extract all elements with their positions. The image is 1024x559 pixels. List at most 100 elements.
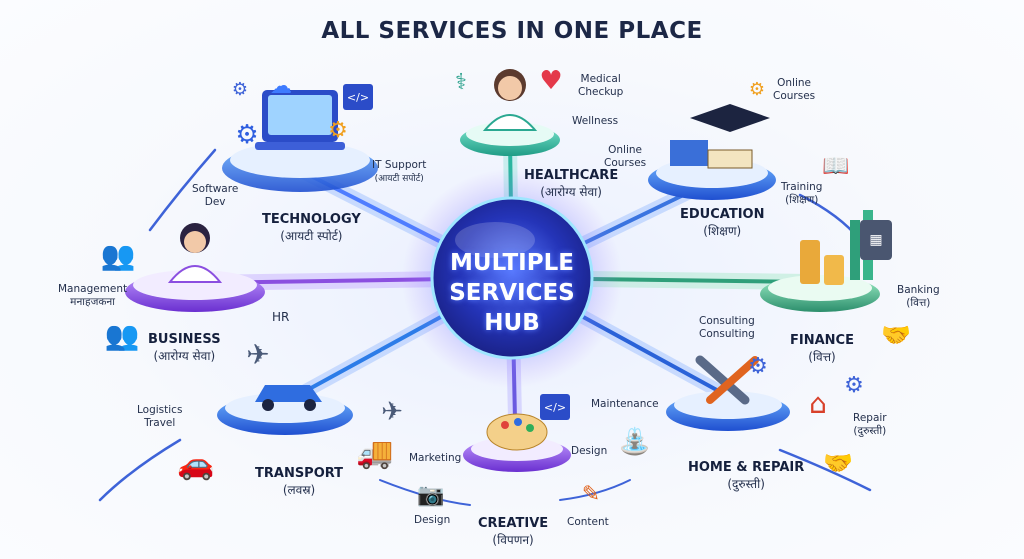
category-transport-sub: (लवस्र): [282, 483, 316, 497]
category-business: BUSINESS (आरोग्य सेवा): [148, 331, 221, 365]
platform-education: [648, 104, 776, 200]
label-it-support-text: IT Support: [372, 159, 427, 171]
platform-technology: [222, 90, 378, 192]
label-training: Training (शिक्षण): [781, 181, 822, 207]
category-healthcare: HEALTHCARE (आरोग्य सेवा): [524, 167, 618, 201]
code-icon: </>: [540, 394, 570, 420]
label-software-dev: Software Dev: [192, 183, 238, 209]
category-creative-name: CREATIVE: [478, 516, 549, 531]
label-banking-text: Banking: [897, 284, 940, 296]
airplane-icon: ✈: [381, 397, 403, 427]
label-logistics-text: Logistics: [137, 404, 183, 416]
page-title: ALL SERVICES IN ONE PLACE: [321, 18, 703, 44]
label-online-text-1: Online: [777, 77, 811, 89]
label-courses-text-2: Courses: [604, 157, 647, 169]
label-online-courses-mid: Online Courses: [604, 144, 646, 170]
label-maintenance: Maintenance: [591, 398, 659, 410]
category-transport-name: TRANSPORT: [255, 466, 344, 481]
code-icon: </>: [343, 84, 373, 110]
label-banking: Banking (वित्त): [897, 284, 940, 310]
label-repair-text: Repair: [853, 412, 887, 424]
label-checkup-text: Checkup: [578, 86, 624, 98]
label-wellness: Wellness: [572, 115, 619, 127]
heart-pulse-icon: ♥: [539, 66, 563, 96]
hub-label: MULTIPLE SERVICES HUB: [432, 248, 592, 338]
gear-icon: ⚙: [844, 373, 864, 398]
category-home-repair-sub: (दुरुस्ती): [727, 477, 765, 491]
label-consulting: Consulting Consulting: [699, 315, 755, 341]
label-consulting-text-2: Consulting: [699, 328, 755, 340]
category-technology: TECHNOLOGY (आयटी स्पोर्ट): [262, 211, 361, 245]
category-technology-sub: (आयटी स्पोर्ट): [280, 229, 343, 243]
label-content: Content: [567, 516, 609, 528]
hub-label-line1: MULTIPLE: [450, 250, 574, 276]
faucet-icon: ⛲: [618, 427, 652, 457]
hub-label-line2: SERVICES: [449, 280, 575, 306]
platform-finance: [760, 210, 880, 312]
label-repair: Repair (दुरुस्ती): [853, 412, 887, 438]
label-management: Management मनाहजकना: [58, 283, 127, 309]
camera-icon: 📷: [417, 483, 445, 508]
pencil-icon: ✎: [581, 482, 601, 507]
label-management-sub: मनाहजकना: [70, 296, 115, 308]
car-icon: 🚗: [177, 447, 215, 482]
gear-icon: ⚙: [231, 79, 249, 100]
handshake-icon: 🤝: [823, 449, 853, 477]
category-education: EDUCATION (शिक्षण): [680, 206, 764, 240]
label-management-text: Management: [58, 283, 128, 295]
books-icon: 📖: [822, 154, 850, 179]
category-finance-sub: (वित्त): [808, 350, 836, 364]
hub-label-line3: HUB: [484, 310, 540, 336]
people-icon: 👥: [100, 239, 136, 272]
category-education-name: EDUCATION: [680, 207, 765, 222]
truck-icon: 🚚: [356, 436, 394, 471]
platform-healthcare: [460, 69, 560, 156]
platform-home-repair: [666, 355, 790, 431]
label-online-courses-top: Online Courses: [773, 77, 815, 103]
platform-transport: [217, 385, 353, 435]
label-medical-text: Medical: [580, 73, 621, 85]
platform-business: [125, 223, 265, 312]
category-healthcare-name: HEALTHCARE: [524, 168, 619, 183]
label-dev-text: Dev: [204, 196, 226, 208]
label-medical-checkup: Medical Checkup: [578, 73, 623, 99]
label-it-support-sub: (आयटी सपोर्ट): [374, 174, 424, 184]
gear-icon: ⚙: [328, 118, 348, 143]
label-software-text: Software: [192, 183, 239, 195]
category-finance: FINANCE (वित्त): [790, 332, 854, 366]
hub-core: [402, 168, 622, 388]
label-training-text: Training: [781, 181, 823, 193]
label-marketing: Marketing: [409, 452, 462, 464]
category-healthcare-sub: (आरोग्य सेवा): [540, 185, 602, 199]
label-online-text-2: Online: [608, 144, 642, 156]
label-consulting-text-1: Consulting: [699, 315, 755, 327]
label-logistics-travel: Logistics Travel: [137, 404, 182, 430]
category-home-repair-name: HOME & REPAIR: [688, 460, 805, 475]
label-banking-sub: (वित्त): [906, 297, 931, 309]
calculator-icon: ▦: [860, 220, 892, 260]
label-courses-text-1: Courses: [773, 90, 816, 102]
handshake-icon: 🤝: [881, 321, 911, 349]
category-business-name: BUSINESS: [148, 332, 221, 347]
label-travel-text: Travel: [144, 417, 176, 429]
category-finance-name: FINANCE: [790, 333, 854, 348]
category-business-sub: (आरोग्य सेवा): [153, 349, 216, 363]
airplane-icon: ✈: [246, 338, 270, 371]
people-icon: 👥: [104, 319, 140, 352]
category-creative-sub: (विपणन): [492, 533, 534, 547]
gear-icon: ⚙: [748, 354, 768, 379]
gear-icon: ⚙: [748, 79, 766, 100]
category-technology-name: TECHNOLOGY: [262, 212, 361, 227]
label-design-right: Design: [571, 445, 608, 457]
label-it-support: IT Support (आयटी सपोर्ट): [372, 159, 426, 186]
label-hr: HR: [272, 310, 290, 324]
platform-creative: [463, 413, 571, 472]
cloud-upload-icon: ☁: [270, 74, 292, 99]
category-creative: CREATIVE (विपणन): [478, 515, 548, 549]
house-icon: ⌂: [809, 387, 827, 420]
category-transport: TRANSPORT (लवस्र): [255, 465, 343, 499]
label-repair-sub: (दुरुस्ती): [853, 425, 887, 437]
label-training-sub: (शिक्षण): [785, 194, 819, 206]
